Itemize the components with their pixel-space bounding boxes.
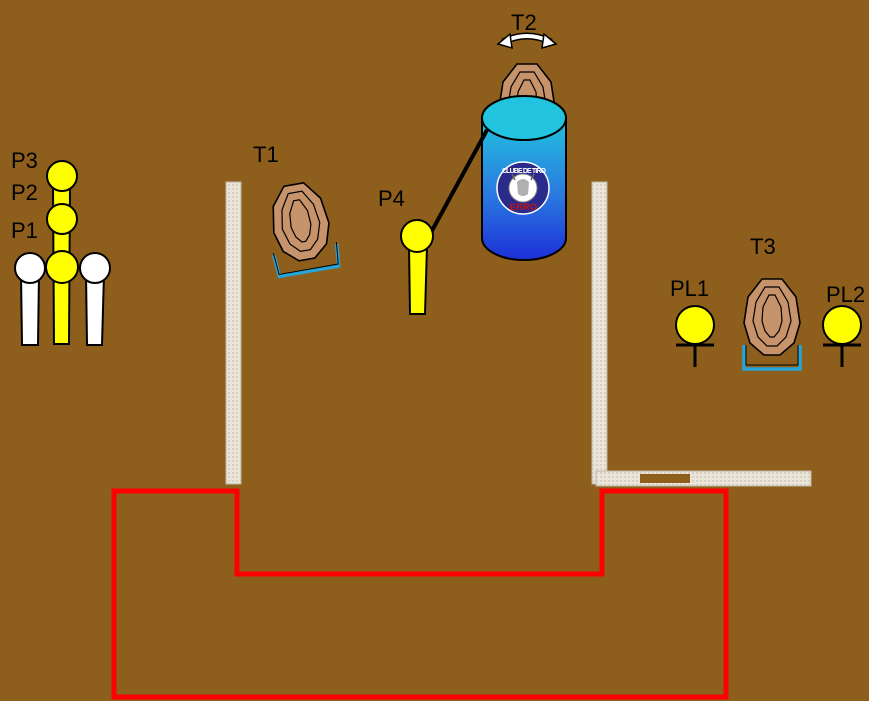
label-p2: P2 bbox=[11, 180, 38, 205]
no-shoot-pl1 bbox=[675, 305, 715, 367]
seal-bottom-text: ERRO bbox=[510, 202, 537, 212]
shooter-p4-head bbox=[400, 219, 434, 253]
label-pl1: PL1 bbox=[670, 276, 709, 301]
no-shoot-pl2 bbox=[822, 305, 862, 367]
shooter-p1-head bbox=[45, 250, 79, 284]
shooter-white-left-head bbox=[14, 252, 46, 284]
label-p3: P3 bbox=[11, 148, 38, 173]
wall-horizontal bbox=[595, 470, 812, 487]
gun-line bbox=[426, 129, 489, 239]
wall-right bbox=[591, 181, 608, 485]
barrel: CLUBE DE TIRO ERRO bbox=[481, 95, 567, 261]
label-t2: T2 bbox=[511, 10, 537, 35]
wall-port bbox=[640, 474, 690, 483]
seal-top-text: CLUBE DE TIRO bbox=[502, 168, 547, 175]
label-p1: P1 bbox=[11, 218, 38, 243]
club-seal-logo: CLUBE DE TIRO ERRO bbox=[496, 161, 550, 215]
shooter-white-right-head bbox=[79, 252, 111, 284]
target-t3 bbox=[742, 278, 802, 371]
label-pl2: PL2 bbox=[826, 282, 865, 307]
shooter-p4-body bbox=[407, 245, 429, 315]
label-t3: T3 bbox=[750, 234, 776, 259]
shooting-box bbox=[111, 488, 729, 700]
shooter-white-right bbox=[84, 273, 106, 346]
wall-left bbox=[225, 181, 242, 485]
shooter-p3-head bbox=[46, 160, 78, 192]
shooter-group-left bbox=[14, 160, 111, 346]
label-t1: T1 bbox=[253, 142, 279, 167]
label-p4: P4 bbox=[378, 186, 405, 211]
target-t1 bbox=[265, 178, 341, 279]
shooter-p2-head bbox=[46, 203, 78, 235]
shooter-white-left bbox=[19, 273, 41, 346]
